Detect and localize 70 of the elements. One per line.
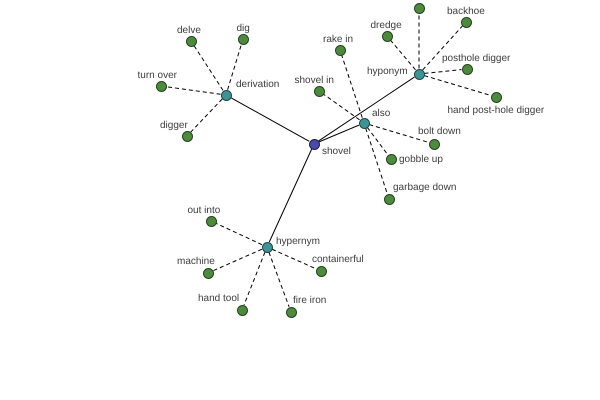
node-label: machine	[177, 256, 215, 266]
graph-node	[448, 92, 544, 116]
graph-node	[262, 236, 320, 252]
dashed-connector	[365, 128, 388, 194]
graph-node	[286, 294, 326, 318]
graph-node	[198, 292, 248, 316]
node-label: gobble up	[399, 154, 443, 164]
node-label: delve	[177, 24, 201, 36]
dashed-connector	[166, 86, 222, 95]
graph-node	[358, 108, 390, 128]
graph-node	[447, 6, 485, 28]
node-label: rake in	[323, 34, 354, 44]
node-label: bolt down	[418, 126, 461, 136]
dashed-connector	[194, 45, 224, 91]
graph-node	[370, 20, 402, 42]
dashed-connector	[216, 222, 262, 246]
graph-node	[188, 204, 220, 226]
graph-node	[312, 254, 364, 276]
node-label: hand tool	[198, 292, 240, 304]
dashed-connector	[366, 126, 388, 156]
node-label: shovel	[322, 146, 351, 156]
circle-node	[414, 2, 424, 14]
node-label: dig	[236, 22, 250, 34]
graph-node	[442, 52, 510, 74]
node-label: hypernym	[276, 236, 320, 246]
graph-node	[160, 120, 192, 142]
graph-node	[294, 74, 334, 96]
graph-node	[236, 22, 250, 44]
node-label: hyponym	[367, 66, 408, 76]
graph-node	[220, 78, 279, 100]
graph-node	[177, 24, 201, 46]
connector-line	[318, 76, 415, 142]
dashed-connector	[418, 13, 420, 69]
dashed-connector	[424, 75, 492, 96]
dashed-connector	[390, 40, 416, 70]
graph-node	[386, 154, 443, 164]
graph-node	[418, 126, 461, 150]
dashed-connector	[268, 252, 290, 308]
connector-line	[268, 148, 312, 242]
dashed-connector	[244, 252, 266, 306]
dashed-connector	[272, 248, 316, 270]
node-label: out into	[188, 204, 220, 216]
dashed-connector	[368, 124, 430, 143]
node-label: dredge	[370, 20, 402, 30]
graph-node	[308, 138, 351, 156]
node-label: shovel in	[294, 74, 334, 86]
dashed-connector	[341, 54, 363, 118]
node-label: garbage down	[393, 182, 456, 192]
dashed-connector	[322, 94, 360, 120]
graph-node	[323, 34, 353, 56]
node-label: also	[372, 108, 390, 118]
connector-line	[318, 124, 360, 142]
graph-node	[138, 70, 176, 92]
dashed-connector	[422, 26, 463, 70]
node-label: digger	[160, 120, 188, 130]
dashed-connector	[190, 98, 223, 133]
node-label: posthole digger	[442, 52, 510, 64]
node-label: backhoe	[447, 6, 485, 16]
graph-node	[177, 256, 215, 278]
dashed-connector	[227, 44, 242, 90]
node-label: turn over	[138, 70, 177, 80]
node-label: fire iron	[293, 294, 326, 306]
node-label: hand post-hole digger	[448, 104, 544, 116]
dashed-connector	[424, 69, 462, 74]
dashed-connector	[212, 248, 262, 272]
connector-line	[230, 97, 310, 142]
node-label: derivation	[236, 78, 280, 90]
node-label: containerful	[312, 254, 364, 264]
graph-node	[384, 182, 456, 204]
graph-node	[367, 66, 424, 80]
